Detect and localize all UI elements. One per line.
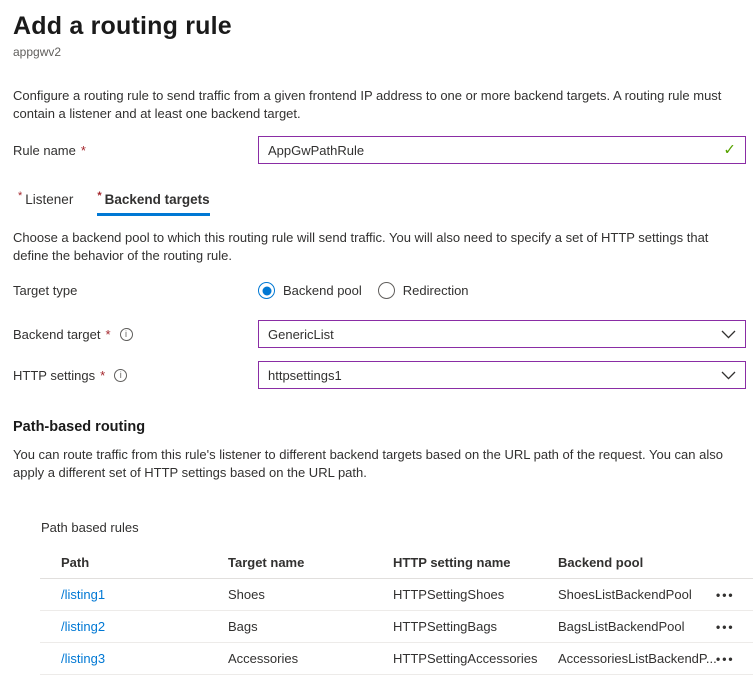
more-options-icon[interactable]: ••• bbox=[716, 620, 735, 634]
tab-backend-targets[interactable]: * Backend targets bbox=[97, 190, 210, 216]
table-row: /listing2 Bags HTTPSettingBags BagsListB… bbox=[40, 611, 753, 643]
target-name-cell: Accessories bbox=[228, 651, 299, 666]
backend-pool-cell: ShoesListBackendPool bbox=[558, 587, 692, 602]
backend-pool-cell: AccessoriesListBackendP... bbox=[558, 651, 716, 666]
http-setting-name-cell: HTTPSettingShoes bbox=[393, 587, 505, 602]
rule-name-label-text: Rule name bbox=[13, 142, 76, 158]
http-settings-row: HTTP settings * i httpsettings1 bbox=[13, 361, 746, 389]
table-row: /listing3 Accessories HTTPSettingAccesso… bbox=[40, 643, 753, 675]
table-row: /listing1 Shoes HTTPSettingShoes ShoesLi… bbox=[40, 579, 753, 611]
http-setting-name-cell: HTTPSettingAccessories bbox=[393, 651, 538, 666]
target-type-radio-group: Backend pool Redirection bbox=[258, 282, 469, 299]
info-icon[interactable]: i bbox=[114, 368, 128, 382]
radio-selected-icon bbox=[258, 282, 275, 299]
required-asterisk: * bbox=[18, 190, 23, 202]
path-link[interactable]: /listing2 bbox=[61, 619, 106, 634]
http-settings-field: httpsettings1 bbox=[258, 361, 746, 389]
path-link[interactable]: /listing3 bbox=[61, 651, 106, 666]
path-based-rules-label: Path based rules bbox=[41, 520, 139, 535]
path-rules-table: Path Target name HTTP setting name Backe… bbox=[40, 546, 753, 675]
path-based-routing-heading: Path-based routing bbox=[13, 419, 146, 435]
backend-target-label-text: Backend target bbox=[13, 326, 101, 342]
http-settings-label-text: HTTP settings bbox=[13, 367, 96, 383]
valid-check-icon: ✓ bbox=[723, 141, 736, 159]
column-header-backend-pool: Backend pool bbox=[558, 554, 644, 570]
backend-pool-cell: BagsListBackendPool bbox=[558, 619, 685, 634]
tab-listener-label: Listener bbox=[25, 192, 74, 207]
column-header-http-setting-name: HTTP setting name bbox=[393, 554, 511, 570]
radio-unselected-icon bbox=[377, 282, 395, 299]
column-header-path: Path bbox=[61, 554, 90, 570]
backend-target-label: Backend target * i bbox=[13, 327, 258, 342]
chevron-down-icon bbox=[721, 371, 736, 380]
more-options-icon[interactable]: ••• bbox=[716, 588, 735, 602]
required-asterisk: * bbox=[105, 326, 111, 342]
http-settings-label: HTTP settings * i bbox=[13, 368, 258, 383]
target-type-label: Target type bbox=[13, 283, 78, 298]
target-type-row: Target type Backend pool Redirection bbox=[13, 282, 746, 299]
backend-targets-description: Choose a backend pool to which this rout… bbox=[13, 230, 709, 263]
resource-name: appgwv2 bbox=[13, 45, 62, 59]
radio-redirection-label: Redirection bbox=[402, 283, 469, 298]
radio-backend-pool-label: Backend pool bbox=[283, 283, 362, 298]
backend-target-field: GenericList bbox=[258, 320, 746, 348]
chevron-down-icon bbox=[721, 330, 736, 339]
path-based-routing-description: You can route traffic from this rule's l… bbox=[13, 447, 723, 480]
info-icon[interactable]: i bbox=[119, 327, 133, 341]
target-name-cell: Shoes bbox=[228, 587, 265, 602]
http-settings-value: httpsettings1 bbox=[268, 367, 342, 383]
page-title: Add a routing rule bbox=[13, 12, 232, 40]
required-asterisk: * bbox=[80, 142, 86, 158]
more-options-icon[interactable]: ••• bbox=[716, 652, 735, 666]
rule-name-field: ✓ bbox=[258, 136, 746, 164]
required-asterisk: * bbox=[100, 367, 106, 383]
target-name-cell: Bags bbox=[228, 619, 258, 634]
tab-listener[interactable]: * Listener bbox=[18, 190, 74, 216]
intro-text: Configure a routing rule to send traffic… bbox=[13, 88, 722, 121]
path-link[interactable]: /listing1 bbox=[61, 587, 106, 602]
http-settings-select[interactable]: httpsettings1 bbox=[258, 361, 746, 389]
backend-target-value: GenericList bbox=[268, 326, 334, 342]
radio-backend-pool[interactable]: Backend pool bbox=[258, 282, 362, 299]
required-asterisk: * bbox=[97, 190, 102, 202]
radio-redirection[interactable]: Redirection bbox=[377, 282, 469, 299]
rule-name-input-box: ✓ bbox=[258, 136, 746, 164]
tab-bar: * Listener * Backend targets bbox=[13, 190, 746, 216]
tab-backend-targets-label: Backend targets bbox=[104, 192, 210, 207]
rule-name-input[interactable] bbox=[259, 137, 745, 163]
backend-target-select[interactable]: GenericList bbox=[258, 320, 746, 348]
rule-name-label: Rule name * bbox=[13, 143, 258, 158]
backend-target-row: Backend target * i GenericList bbox=[13, 320, 746, 348]
rule-name-row: Rule name * ✓ bbox=[13, 136, 746, 164]
http-setting-name-cell: HTTPSettingBags bbox=[393, 619, 498, 634]
column-header-target-name: Target name bbox=[228, 554, 305, 570]
table-header-row: Path Target name HTTP setting name Backe… bbox=[40, 546, 753, 579]
